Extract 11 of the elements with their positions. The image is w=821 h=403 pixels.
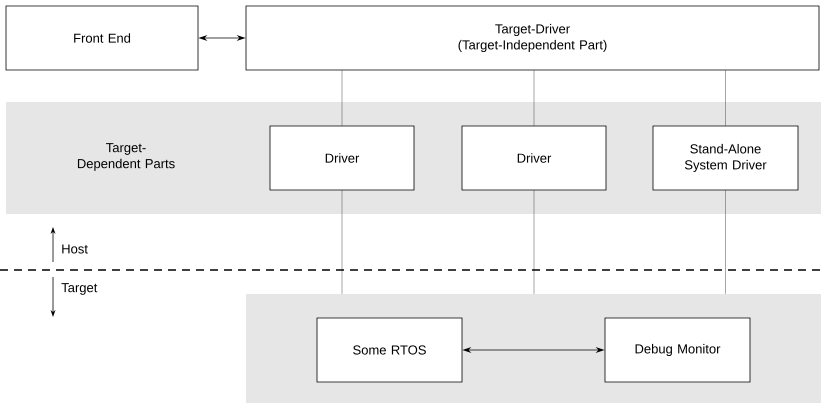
connector — [725, 190, 726, 294]
process-box: Some RTOS — [316, 318, 462, 382]
connector — [725, 70, 726, 126]
process-box: Front End — [6, 6, 198, 70]
process-box: Driver — [462, 126, 606, 190]
process-box: Driver — [270, 126, 414, 190]
process-box: Target-Driver (Target-Independent Part) — [246, 6, 820, 70]
region-label: Host — [62, 244, 88, 254]
process-box: Stand-Alone System Driver — [652, 126, 798, 190]
region-label: Target — [62, 283, 98, 295]
process-box: Debug Monitor — [604, 318, 750, 382]
